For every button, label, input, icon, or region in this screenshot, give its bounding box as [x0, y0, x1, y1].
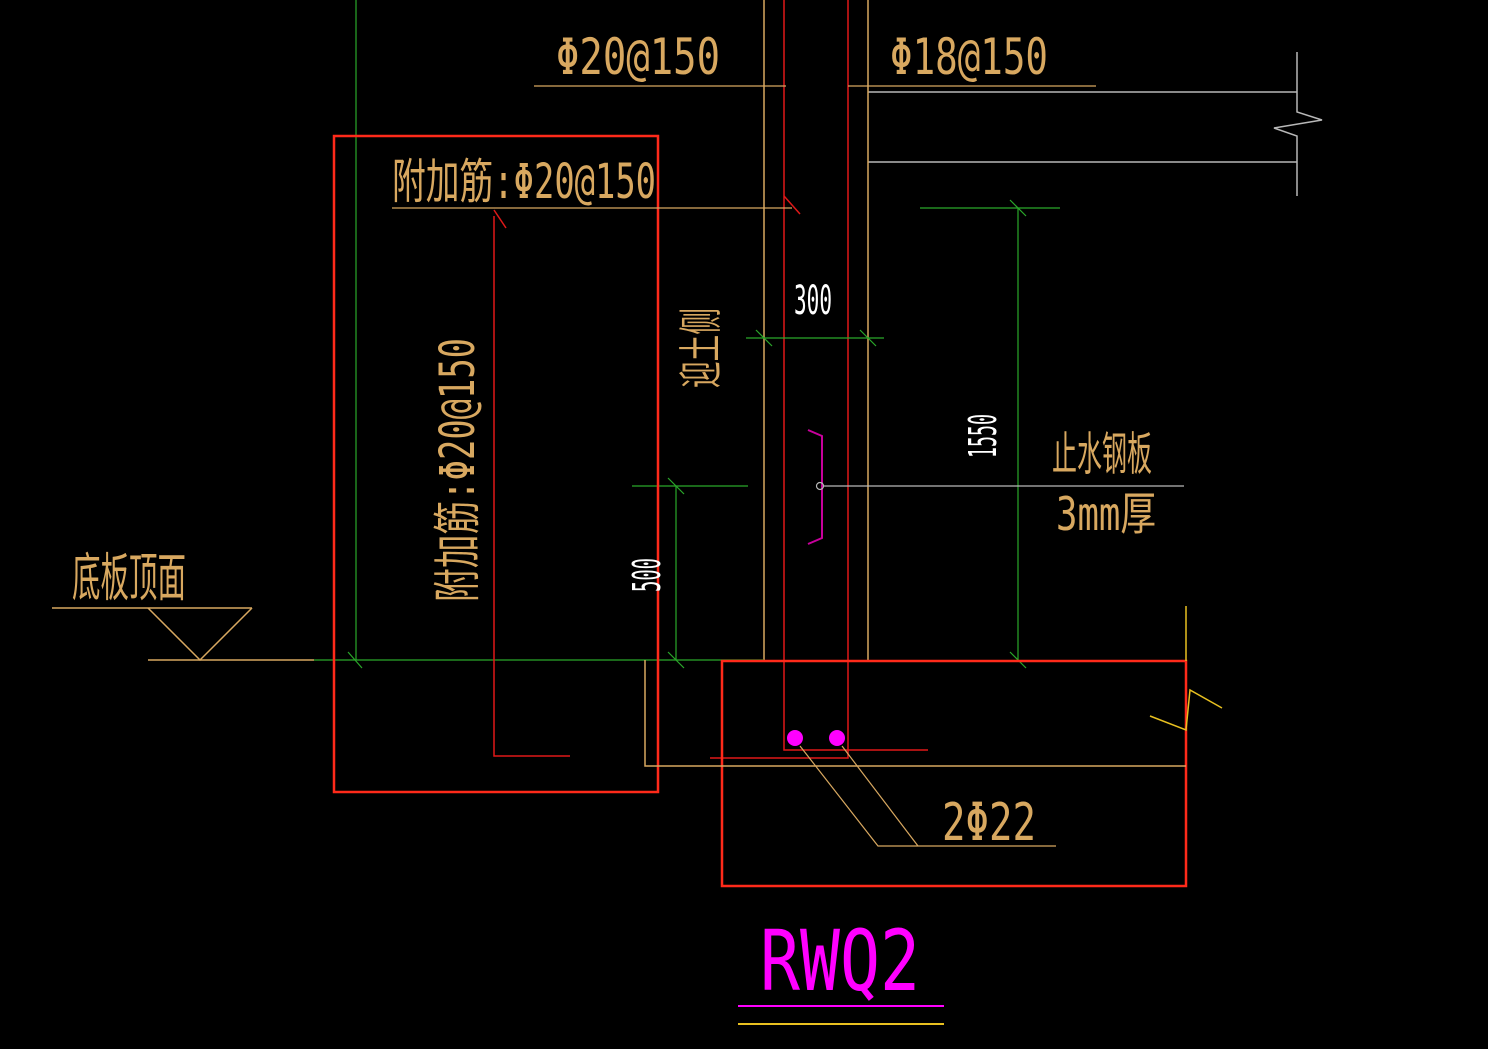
extra-bar-label-horizontal: 附加筋:Φ20@150 — [392, 154, 656, 210]
foundation-box — [720, 659, 1188, 888]
top-right-rebar-label: Φ18@150 — [890, 28, 1048, 86]
dim-500: 500 — [625, 558, 669, 592]
foundation-break-symbol — [1149, 606, 1223, 732]
earth-side-label: 迎土侧 — [676, 308, 727, 388]
dim-300: 300 — [794, 278, 832, 324]
title-underlines — [738, 1005, 944, 1025]
bottom-rebars — [787, 730, 1056, 847]
top-left-rebar-label: Φ20@150 — [556, 28, 720, 86]
extra-bar-label-vertical: 附加筋:Φ20@150 — [430, 338, 486, 602]
waterstop-plate — [807, 429, 1184, 545]
slab-top-symbol — [52, 607, 314, 662]
waterstop-label-line1: 止水钢板 — [1052, 427, 1152, 481]
rebar-dot-1 — [787, 730, 803, 746]
dim-1550: 1550 — [961, 414, 1005, 458]
slab-top-label: 底板顶面 — [72, 549, 186, 609]
section-name: RWQ2 — [760, 912, 920, 1010]
wall-faces — [763, 0, 869, 660]
upper-slab — [868, 52, 1323, 196]
green-lines — [314, 0, 1060, 669]
extra-bar-box — [332, 134, 660, 794]
foundation-tan-lines — [644, 660, 1186, 767]
slab-break-symbol — [1273, 52, 1323, 196]
extra-l-bar — [493, 209, 570, 757]
bottom-rebar-label: 2Φ22 — [942, 793, 1036, 853]
rebar-dot-2 — [829, 730, 845, 746]
waterstop-label-line2: 3mm厚 — [1056, 487, 1156, 541]
wall-rebar — [710, 0, 928, 759]
